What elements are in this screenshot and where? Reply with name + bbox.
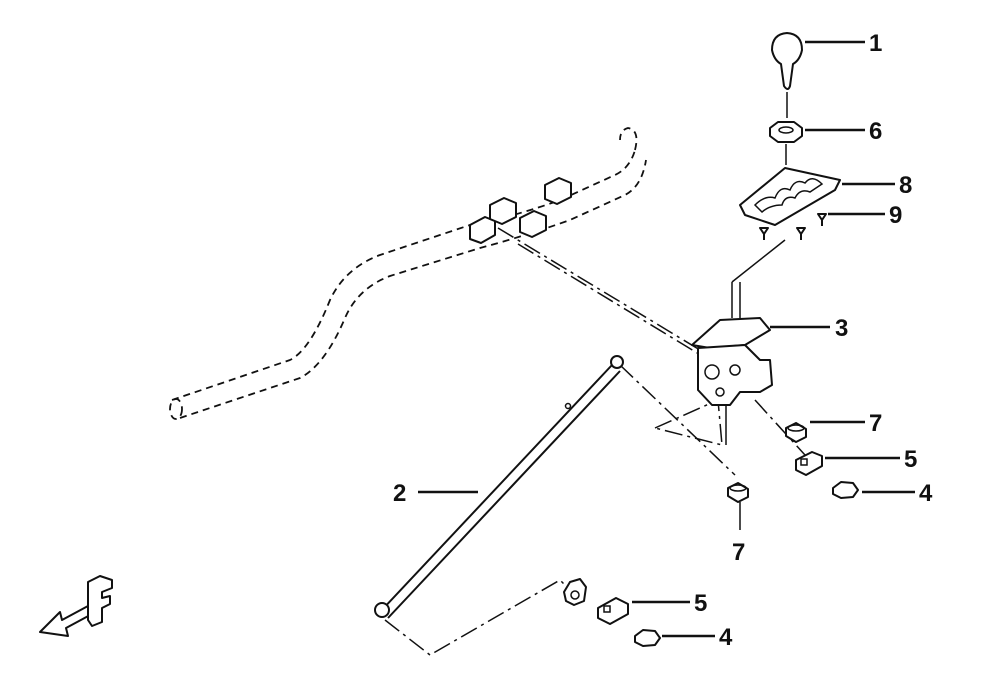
hex-nut [769,121,803,165]
frame-clamp [469,216,496,244]
callouts: 1 2 3 4 4 5 5 6 7 7 8 9 [393,30,933,651]
retaining-clip [795,451,823,476]
callout-3: 3 [835,315,848,342]
frame-clamp [544,177,572,205]
alignment-line [517,243,713,363]
alignment-line [652,398,723,446]
forward-direction-marker: F [39,575,113,637]
bolt [727,482,749,530]
frame-clamp [519,210,547,238]
lock-nut [634,629,661,647]
alignment-line [754,399,806,456]
callout-7: 7 [732,539,745,566]
retaining-clip [597,597,629,625]
callout-9: 9 [889,202,902,229]
callout-2: 2 [393,480,406,507]
shift-lever-assembly [691,239,786,445]
shift-knob [771,32,803,118]
leader-lines [418,40,915,638]
alignment-line [384,579,571,656]
shift-gate-plate [739,167,841,226]
ball-joint [563,578,587,606]
shift-rod [374,355,624,619]
bolt [785,422,807,443]
callout-1: 1 [869,30,882,57]
alignment-line [497,227,701,351]
callout-4: 4 [919,480,933,507]
lock-nut [832,481,859,499]
alignment-line [619,364,736,476]
callout-6: 6 [869,118,882,145]
callout-7: 7 [869,410,882,437]
screw-set [759,213,827,240]
callout-4: 4 [719,624,733,651]
callout-8: 8 [899,172,912,199]
frame-tube-outline [169,127,647,420]
callout-5: 5 [694,590,707,617]
callout-5: 5 [904,446,917,473]
frame-clamp [489,197,517,225]
